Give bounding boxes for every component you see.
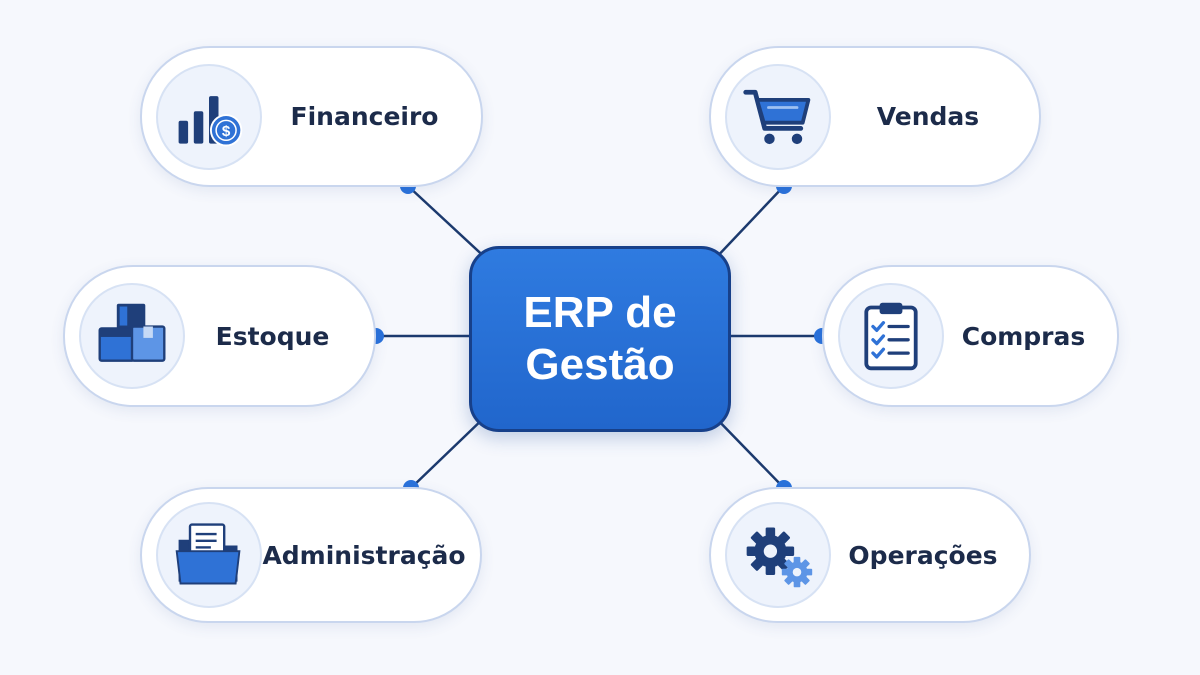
center-title-line1: ERP de: [523, 288, 677, 337]
module-vendas[interactable]: Vendas: [709, 46, 1041, 187]
erp-center-hub[interactable]: ERP de Gestão: [469, 246, 731, 432]
connector-vendas: [711, 185, 785, 263]
module-label-estoque: Estoque: [215, 321, 330, 351]
module-label-compras: Compras: [961, 321, 1086, 351]
bar-chart-dollar-icon: $: [178, 95, 243, 146]
module-estoque[interactable]: Estoque: [63, 265, 376, 407]
gears-icon: [746, 527, 813, 588]
center-title-line2: Gestão: [525, 340, 675, 389]
boxes-icon: [98, 303, 166, 362]
module-administracao[interactable]: Administração: [140, 487, 482, 623]
svg-text:$: $: [222, 123, 231, 140]
module-compras[interactable]: Compras: [822, 265, 1119, 407]
shopping-cart-icon: [743, 89, 811, 144]
module-label-financeiro: Financeiro: [290, 102, 439, 131]
module-financeiro[interactable]: $ Financeiro: [140, 46, 483, 187]
module-label-operacoes: Operações: [848, 540, 998, 570]
module-operacoes[interactable]: Operações: [709, 487, 1031, 623]
connector-financeiro: [407, 185, 491, 263]
checklist-clipboard-icon: [864, 302, 918, 371]
connector-operacoes: [711, 413, 785, 489]
module-label-administracao: Administração: [262, 540, 466, 570]
folder-document-icon: [175, 523, 241, 585]
connector-administracao: [410, 413, 489, 489]
module-label-vendas: Vendas: [876, 102, 980, 131]
